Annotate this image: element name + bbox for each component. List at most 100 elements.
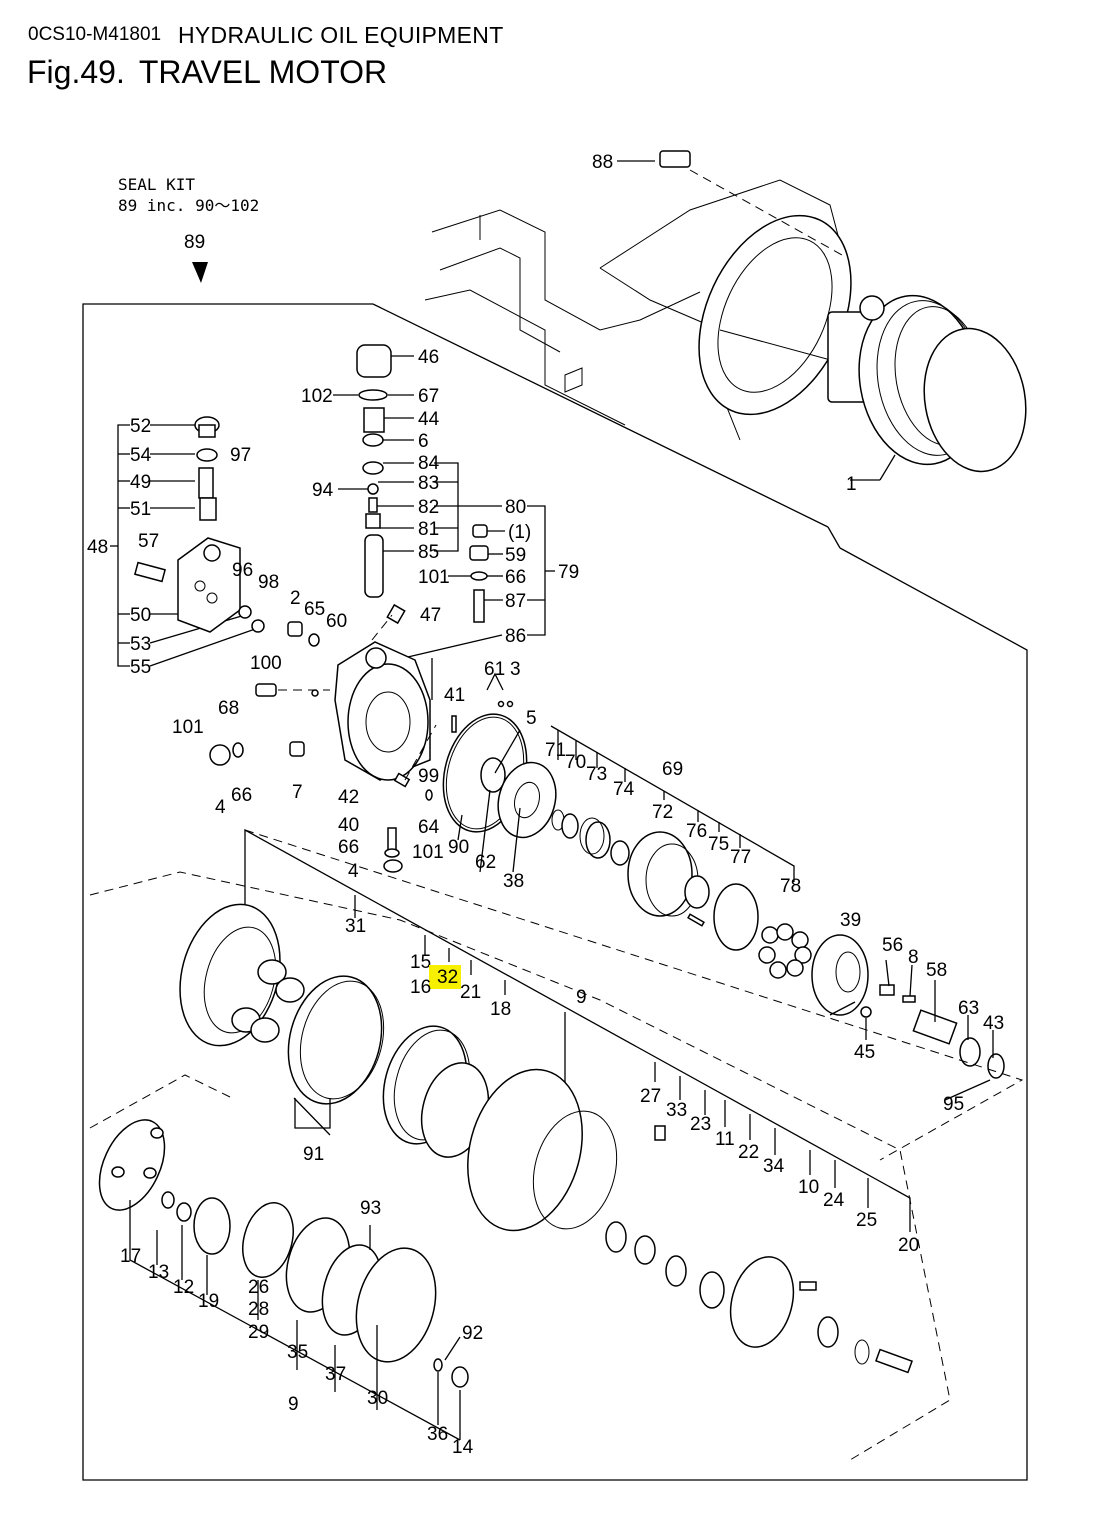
section-title: HYDRAULIC OIL EQUIPMENT — [178, 22, 504, 48]
part-label-32: 32 — [437, 967, 458, 988]
part-label-45: 45 — [854, 1042, 875, 1063]
part-label-70: 70 — [565, 752, 586, 773]
valve-block-parts — [134, 416, 265, 633]
part-label-95: 95 — [943, 1094, 964, 1115]
part-label-101-top: 101 — [418, 567, 450, 588]
motor-cover-body — [334, 603, 431, 781]
part-label-10: 10 — [798, 1177, 819, 1198]
part-label-8: 8 — [908, 947, 919, 968]
part-label-64: 64 — [418, 817, 440, 838]
part-label-73: 73 — [586, 764, 607, 785]
part-label-76: 76 — [686, 821, 707, 842]
part-label-21: 21 — [460, 982, 481, 1003]
part-label-39: 39 — [840, 910, 861, 931]
part-label-72: 72 — [652, 802, 673, 823]
part-label-9-bottom: 9 — [288, 1394, 299, 1415]
part-label-82: 82 — [418, 497, 439, 518]
part-label-1: 1 — [846, 474, 857, 495]
part-label-66-top: 66 — [505, 567, 526, 588]
part-label-50: 50 — [130, 605, 151, 626]
frame-break-mark — [827, 526, 841, 549]
rotary-group-parts — [551, 809, 1005, 1079]
part-label-24: 24 — [823, 1190, 845, 1211]
part-label-38: 38 — [503, 871, 524, 892]
part-label-96: 96 — [232, 560, 253, 581]
part-label-16: 16 — [410, 977, 431, 998]
part-label-19: 19 — [198, 1291, 219, 1312]
part-label-9-top: 9 — [576, 987, 587, 1008]
part-label-61: 61 — [484, 659, 505, 680]
part-label-43: 43 — [983, 1013, 1004, 1034]
part-label-22: 22 — [738, 1142, 759, 1163]
part-label-75: 75 — [708, 834, 729, 855]
part-label-33: 33 — [666, 1100, 687, 1121]
part-label-93: 93 — [360, 1198, 381, 1219]
part-label-27: 27 — [640, 1086, 661, 1107]
part-label-46: 46 — [418, 347, 439, 368]
part-label-92: 92 — [462, 1323, 483, 1344]
part-label-20: 20 — [898, 1235, 919, 1256]
part-label-28: 28 — [248, 1299, 269, 1320]
part-label-91: 91 — [303, 1144, 324, 1165]
part-label-98: 98 — [258, 572, 279, 593]
part-label-83: 83 — [418, 473, 439, 494]
part-label-37: 37 — [325, 1364, 346, 1385]
part-label-36: 36 — [427, 1424, 448, 1445]
part-label-68: 68 — [218, 698, 239, 719]
part-label-11: 11 — [715, 1129, 735, 1150]
seal-kit-arrow-icon — [192, 262, 208, 283]
part-label-40: 40 — [338, 815, 359, 836]
valve-group-48-brackets — [110, 424, 259, 667]
part-label-90: 90 — [448, 837, 469, 858]
part-label-34: 34 — [763, 1156, 785, 1177]
reduction-gear-parts — [179, 903, 913, 1374]
leader-lines — [293, 454, 994, 1361]
part-label-14: 14 — [452, 1437, 474, 1458]
part-label-66-low: 66 — [338, 837, 359, 858]
machine-frame-illustration — [424, 179, 861, 441]
part-label-7: 7 — [292, 782, 303, 803]
part-label-55: 55 — [130, 657, 151, 678]
part-label-79: 79 — [558, 562, 579, 583]
part-label-81: 81 — [418, 519, 439, 540]
check-valve-parts — [394, 505, 555, 661]
rotary-group-frame — [244, 829, 1024, 1161]
part-label-63: 63 — [958, 998, 979, 1019]
part-label-56: 56 — [882, 935, 903, 956]
part-label-85: 85 — [418, 542, 439, 563]
part-label-74: 74 — [613, 779, 635, 800]
part-label-99: 99 — [418, 766, 439, 787]
figure-name: TRAVEL MOTOR — [138, 54, 388, 90]
part-label-2: 2 — [290, 588, 301, 609]
part-label-15: 15 — [410, 952, 431, 973]
seal-kit-contents: 89 inc. 90〜102 — [118, 196, 259, 215]
part-label-5: 5 — [526, 708, 537, 729]
part-label-54: 54 — [130, 445, 152, 466]
part-label-80: 80 — [505, 497, 526, 518]
travel-motor-assembly — [827, 294, 1027, 473]
part-label-102: 102 — [301, 386, 333, 407]
diagram-frame — [82, 303, 1028, 1481]
figure-number: Fig.49. — [27, 54, 125, 90]
rotor-front-parts — [442, 713, 557, 839]
part-label-52: 52 — [130, 416, 151, 437]
part-label-66-mid: 66 — [231, 785, 252, 806]
part-label-1-paren: (1) — [508, 522, 531, 543]
part-label-65: 65 — [304, 599, 325, 620]
part-label-6: 6 — [418, 431, 429, 452]
part-label-35: 35 — [287, 1342, 308, 1363]
part-label-69: 69 — [662, 759, 683, 780]
part-label-88: 88 — [592, 152, 613, 173]
part-labels: 88 89 46 102 67 44 6 84 83 94 82 80 81 (… — [87, 152, 1004, 1458]
reduction-gear-brackets — [244, 828, 911, 1232]
part-label-60: 60 — [326, 611, 347, 632]
rotary-group-bracket-69 — [550, 725, 795, 882]
part-label-4-mid: 4 — [215, 797, 226, 818]
part-label-77: 77 — [730, 847, 751, 868]
seal-kit-label: SEAL KIT — [118, 175, 195, 194]
part-label-67: 67 — [418, 386, 439, 407]
part-label-25: 25 — [856, 1210, 877, 1231]
part-label-4-low: 4 — [348, 861, 359, 882]
part-label-44: 44 — [418, 409, 440, 430]
